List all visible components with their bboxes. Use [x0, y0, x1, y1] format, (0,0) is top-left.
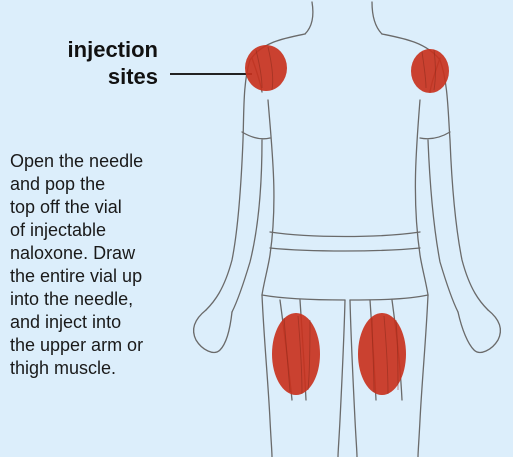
waistband-top [270, 232, 420, 237]
neck-right-line [372, 2, 382, 34]
left-leg-inner [338, 300, 345, 457]
left-leg-outer [262, 295, 272, 457]
right-thigh-site [358, 313, 406, 395]
right-leg-inner [350, 300, 357, 457]
right-upper-arm-site [411, 49, 449, 93]
neck-left-line [305, 2, 313, 34]
right-arm-inner [428, 140, 458, 312]
left-shorts-hem [262, 295, 345, 300]
right-shorts-hem [350, 295, 428, 300]
right-leg-outer [418, 295, 428, 457]
right-sleeve-hem [420, 132, 450, 139]
waistband-bottom [270, 248, 420, 251]
injection-site-markers [245, 45, 449, 395]
left-sleeve-hem [242, 132, 270, 139]
right-hand [458, 310, 500, 352]
right-torso-side [415, 100, 428, 295]
left-torso-side [262, 100, 274, 295]
body-outline [194, 2, 501, 457]
left-upper-arm-site [245, 45, 287, 91]
left-thigh-site [272, 313, 320, 395]
left-hand [194, 310, 232, 352]
